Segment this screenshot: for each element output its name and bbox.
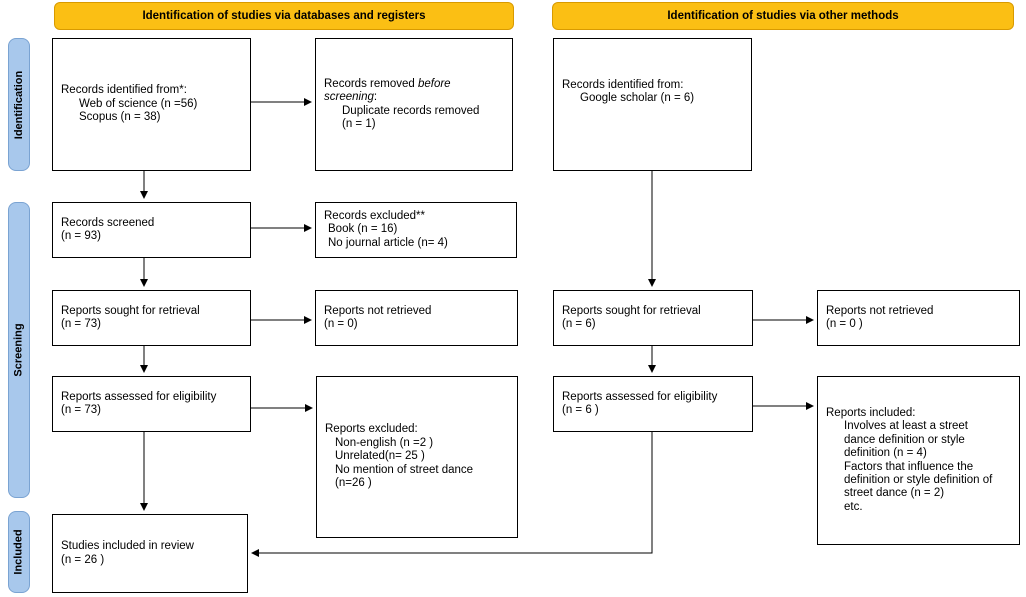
other-reports-not-retrieved: Reports not retrieved (n = 0 )	[817, 290, 1020, 346]
phase-screening: Screening	[8, 202, 30, 498]
db-reports-assessed: Reports assessed for eligibility (n = 73…	[52, 376, 251, 432]
db-reports-not-retrieved: Reports not retrieved (n = 0)	[315, 290, 518, 346]
db-records-removed: Records removed before screening: Duplic…	[315, 38, 513, 171]
other-records-identified: Records identified from: Google scholar …	[553, 38, 752, 171]
db-records-excluded: Records excluded** Book (n = 16) No jour…	[315, 202, 517, 258]
db-reports-excluded: Reports excluded: Non-english (n =2 ) Un…	[316, 376, 518, 538]
db-records-identified: Records identified from*: Web of science…	[52, 38, 251, 171]
other-reports-sought: Reports sought for retrieval (n = 6)	[553, 290, 753, 346]
other-reports-included: Reports included: Involves at least a st…	[817, 376, 1020, 545]
header-other-methods: Identification of studies via other meth…	[552, 2, 1014, 30]
db-reports-sought: Reports sought for retrieval (n = 73)	[52, 290, 251, 346]
phase-included: Included	[8, 511, 30, 593]
phase-identification: Identification	[8, 38, 30, 171]
header-databases: Identification of studies via databases …	[54, 2, 514, 30]
db-studies-included: Studies included in review (n = 26 )	[52, 514, 248, 593]
db-records-screened: Records screened (n = 93)	[52, 202, 251, 258]
other-reports-assessed: Reports assessed for eligibility (n = 6 …	[553, 376, 753, 432]
